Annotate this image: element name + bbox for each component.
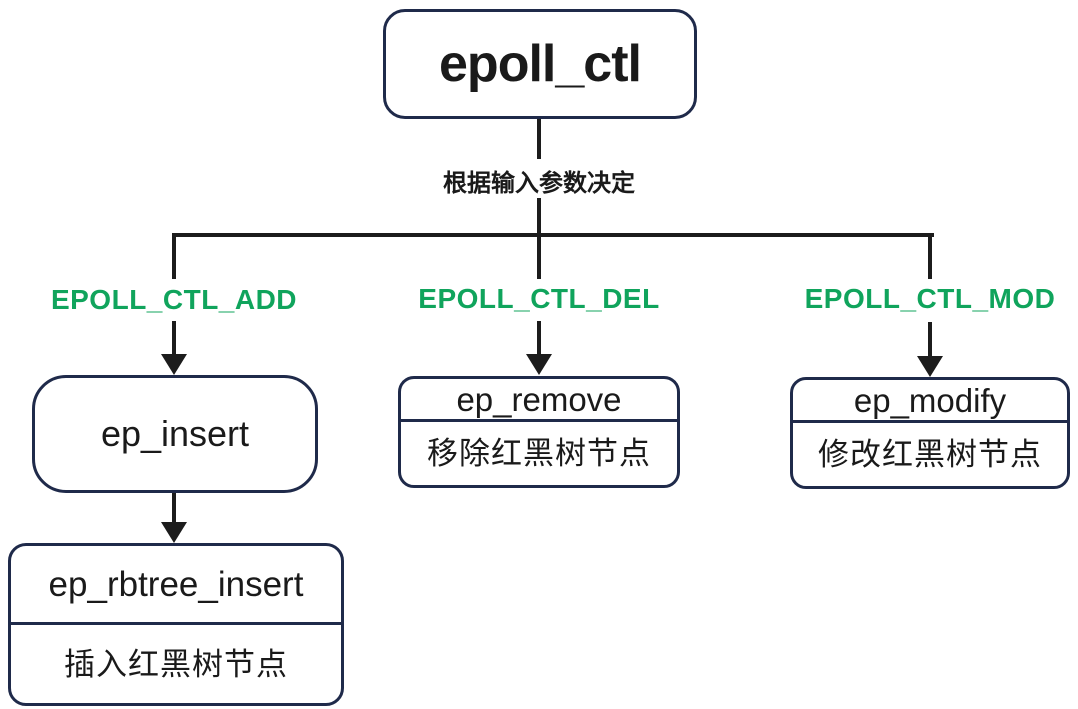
- node-title-row: ep_rbtree_insert: [11, 546, 341, 625]
- node-ep-remove: ep_remove 移除红黑树节点: [398, 376, 680, 488]
- node-title: epoll_ctl: [439, 35, 642, 93]
- condition-label-epoll-ctl-del: EPOLL_CTL_DEL: [418, 283, 660, 314]
- node-title: ep_insert: [100, 413, 250, 454]
- connector-stem-top: [537, 119, 541, 159]
- node-title-row: ep_modify: [793, 380, 1067, 423]
- branch-del-connector-lower: [537, 321, 541, 356]
- branch-del-connector-upper: [537, 233, 541, 279]
- node-title: ep_rbtree_insert: [48, 564, 304, 604]
- node-epoll-ctl: epoll_ctl: [383, 9, 697, 119]
- decision-label: 根据输入参数决定: [443, 170, 635, 197]
- node-subtitle: 移除红黑树节点: [427, 436, 651, 471]
- arrow-down-icon: [917, 356, 943, 377]
- node-subtitle-row: 修改红黑树节点: [793, 423, 1067, 486]
- arrow-down-icon: [161, 354, 187, 375]
- condition-label-epoll-ctl-add: EPOLL_CTL_ADD: [50, 284, 298, 315]
- node-ep-rbtree-insert: ep_rbtree_insert 插入红黑树节点: [8, 543, 344, 706]
- node-subtitle: 修改红黑树节点: [818, 437, 1042, 472]
- branch-mod-connector-upper: [928, 233, 932, 279]
- connector-insert-to-rbtree: [172, 493, 176, 524]
- node-title: ep_modify: [853, 381, 1007, 419]
- branch-add-connector-upper: [172, 233, 176, 279]
- condition-label-epoll-ctl-mod: EPOLL_CTL_MOD: [804, 283, 1056, 314]
- node-title-row: ep_remove: [401, 379, 677, 422]
- node-subtitle-row: 移除红黑树节点: [401, 422, 677, 485]
- node-ep-insert: ep_insert: [32, 375, 318, 493]
- node-subtitle: 插入红黑树节点: [64, 646, 288, 682]
- arrow-down-icon: [526, 354, 552, 375]
- branch-add-connector-lower: [172, 321, 176, 356]
- connector-horizontal-bar: [172, 233, 934, 237]
- branch-mod-connector-lower: [928, 322, 932, 358]
- node-ep-modify: ep_modify 修改红黑树节点: [790, 377, 1070, 489]
- connector-stem-bottom: [537, 198, 541, 237]
- node-subtitle-row: 插入红黑树节点: [11, 625, 341, 703]
- arrow-down-icon: [161, 522, 187, 543]
- node-title: ep_remove: [456, 380, 622, 418]
